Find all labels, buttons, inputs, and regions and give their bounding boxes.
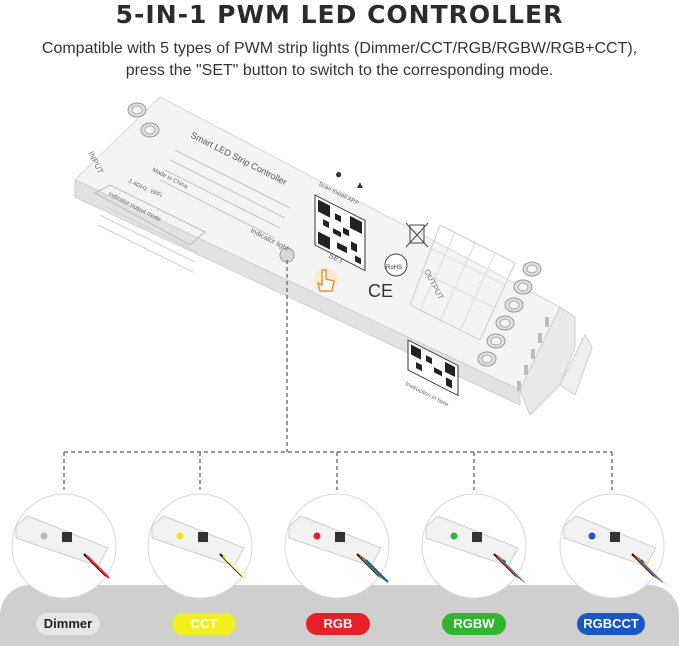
mode-indicator-led: [588, 532, 596, 540]
mode-thumbnail: [421, 493, 529, 599]
output-wire: [86, 555, 110, 579]
mode-indicator-led: [40, 532, 48, 540]
controller-end-block: [519, 306, 576, 416]
indicator-mode-table: [93, 184, 206, 273]
mini-qr-code: [62, 532, 72, 542]
page-subtitle: Compatible with 5 types of PWM strip lig…: [0, 38, 679, 82]
mode-thumbnail: [559, 493, 670, 599]
ce-mark: CE: [368, 281, 393, 301]
mode-indicator-led: [450, 532, 458, 540]
rohs-badge: [384, 253, 408, 277]
output-wire: [505, 561, 529, 585]
mode-pill-rgbw: RGBW: [442, 613, 506, 635]
manual-qr-code: [407, 339, 459, 397]
mode-label-cct: CCT: [190, 616, 218, 631]
mode-indicator-led: [176, 532, 184, 540]
output-wire: [365, 559, 389, 583]
app-qr-code: [314, 194, 366, 272]
wifi-label: WiFi: [149, 188, 162, 199]
mode-pill-dimmer: Dimmer: [36, 613, 100, 635]
mode-label-rgb: RGB: [323, 616, 353, 631]
terminal-slots: [517, 317, 549, 391]
apple-icon: ●: [335, 167, 342, 181]
mode-pill-cct: CCT: [172, 613, 236, 635]
mini-qr-code: [610, 532, 620, 542]
mounting-tab: [559, 333, 593, 396]
mode-indicator-led: [313, 532, 321, 540]
mode-label-rgbw: RGBW: [453, 616, 495, 631]
subtitle-line-1: Compatible with 5 types of PWM strip lig…: [41, 40, 638, 57]
output-wire: [646, 563, 670, 587]
input-terminals: [127, 102, 160, 138]
rohs-text: RoHS: [386, 265, 402, 271]
mode-label-dimmer: Dimmer: [43, 616, 93, 631]
mini-qr-code: [198, 532, 208, 542]
output-terminals: [477, 261, 542, 367]
hand-pointer-icon: [314, 268, 338, 292]
mode-pill-rgb: RGB: [306, 613, 370, 635]
spec-lines: [159, 149, 291, 239]
output-table: [409, 224, 516, 341]
android-icon: ▲: [355, 180, 365, 191]
mini-qr-code: [335, 532, 345, 542]
output-wire: [225, 557, 249, 581]
recycle-bin-icon: [405, 222, 429, 248]
mode-pill-rgbcct: RGBCCT: [577, 613, 645, 635]
mini-qr-code: [472, 532, 482, 542]
controller-illustration: INPUT Smart LED Strip Controller 2.4GHz …: [74, 96, 593, 416]
page-title: 5-IN-1 PWM LED CONTROLLER: [115, 0, 564, 29]
mode-thumbnail: [147, 493, 253, 599]
subtitle-line-2: press the "SET" button to switch to the …: [125, 62, 554, 79]
mode-thumbnail: [11, 493, 117, 599]
mode-label-rgbcct: RGBCCT: [583, 616, 639, 631]
mode-thumbnail: [284, 493, 390, 599]
